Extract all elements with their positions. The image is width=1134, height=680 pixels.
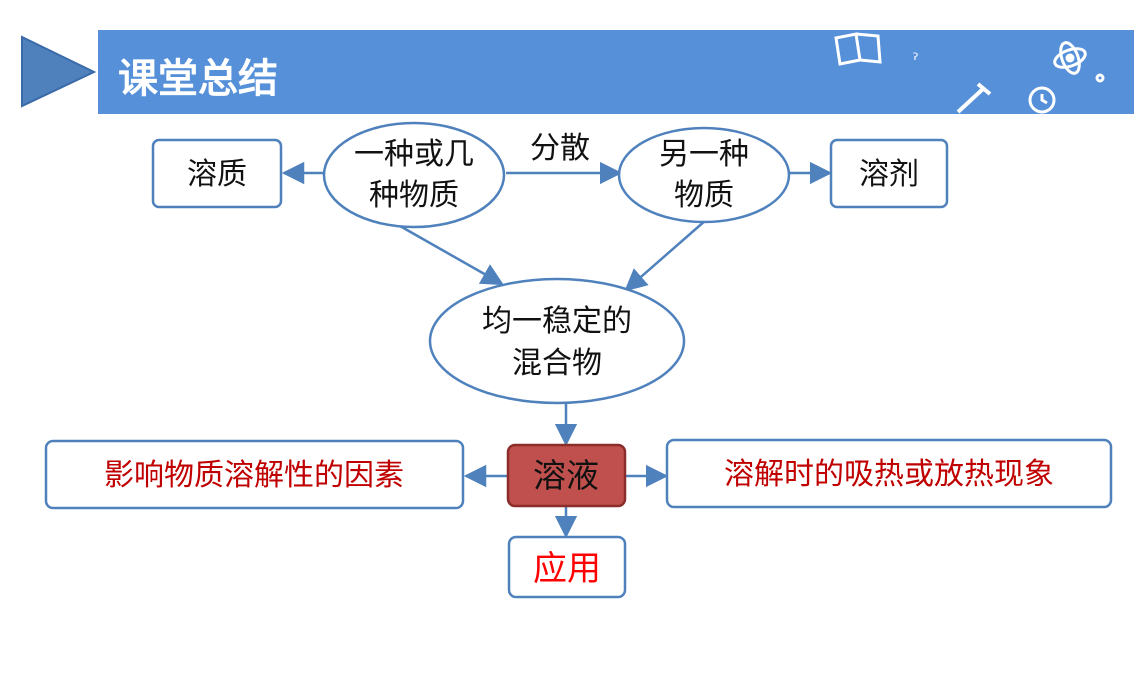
one-or-more-substances-ellipse xyxy=(322,121,506,229)
another-line2: 物质 xyxy=(674,178,734,213)
disperse-label: 分散 xyxy=(530,131,590,166)
another-substance-ellipse xyxy=(617,126,791,224)
alarm-clock-icon xyxy=(1028,86,1056,114)
header-bar xyxy=(98,30,1134,114)
application-box xyxy=(507,535,627,599)
heat-phenomenon-label: 溶解时的吸热或放热现象 xyxy=(724,457,1054,492)
arrow-right-to-mixture xyxy=(624,219,707,292)
test-tube-icon xyxy=(956,82,992,114)
header-title: 课堂总结 xyxy=(118,56,278,102)
mixture-line1: 均一稳定的 xyxy=(482,304,632,339)
mixture-line2: 混合物 xyxy=(512,346,602,381)
squiggle-icon: ˀ xyxy=(912,50,919,71)
solubility-factors-label: 影响物质溶解性的因素 xyxy=(104,458,404,493)
heat-phenomenon-box xyxy=(665,438,1113,509)
solubility-factors-box xyxy=(44,439,465,510)
solution-box xyxy=(506,443,627,508)
solute-box xyxy=(151,138,283,209)
atom-icon xyxy=(1053,41,1105,83)
connectors xyxy=(281,161,833,539)
another-line1: 另一种 xyxy=(659,137,749,172)
solute-label: 溶质 xyxy=(187,157,247,192)
one-or-more-line1: 一种或几 xyxy=(354,137,474,172)
application-label: 应用 xyxy=(533,549,601,589)
header-triangle xyxy=(21,35,97,108)
arrow-left-to-mixture xyxy=(399,224,504,286)
book-icon xyxy=(834,32,882,66)
one-or-more-line2: 种物质 xyxy=(369,178,459,213)
solvent-label: 溶剂 xyxy=(859,157,919,192)
homogeneous-mixture-ellipse xyxy=(428,277,686,405)
solvent-box xyxy=(829,138,949,209)
solution-label: 溶液 xyxy=(533,456,599,495)
